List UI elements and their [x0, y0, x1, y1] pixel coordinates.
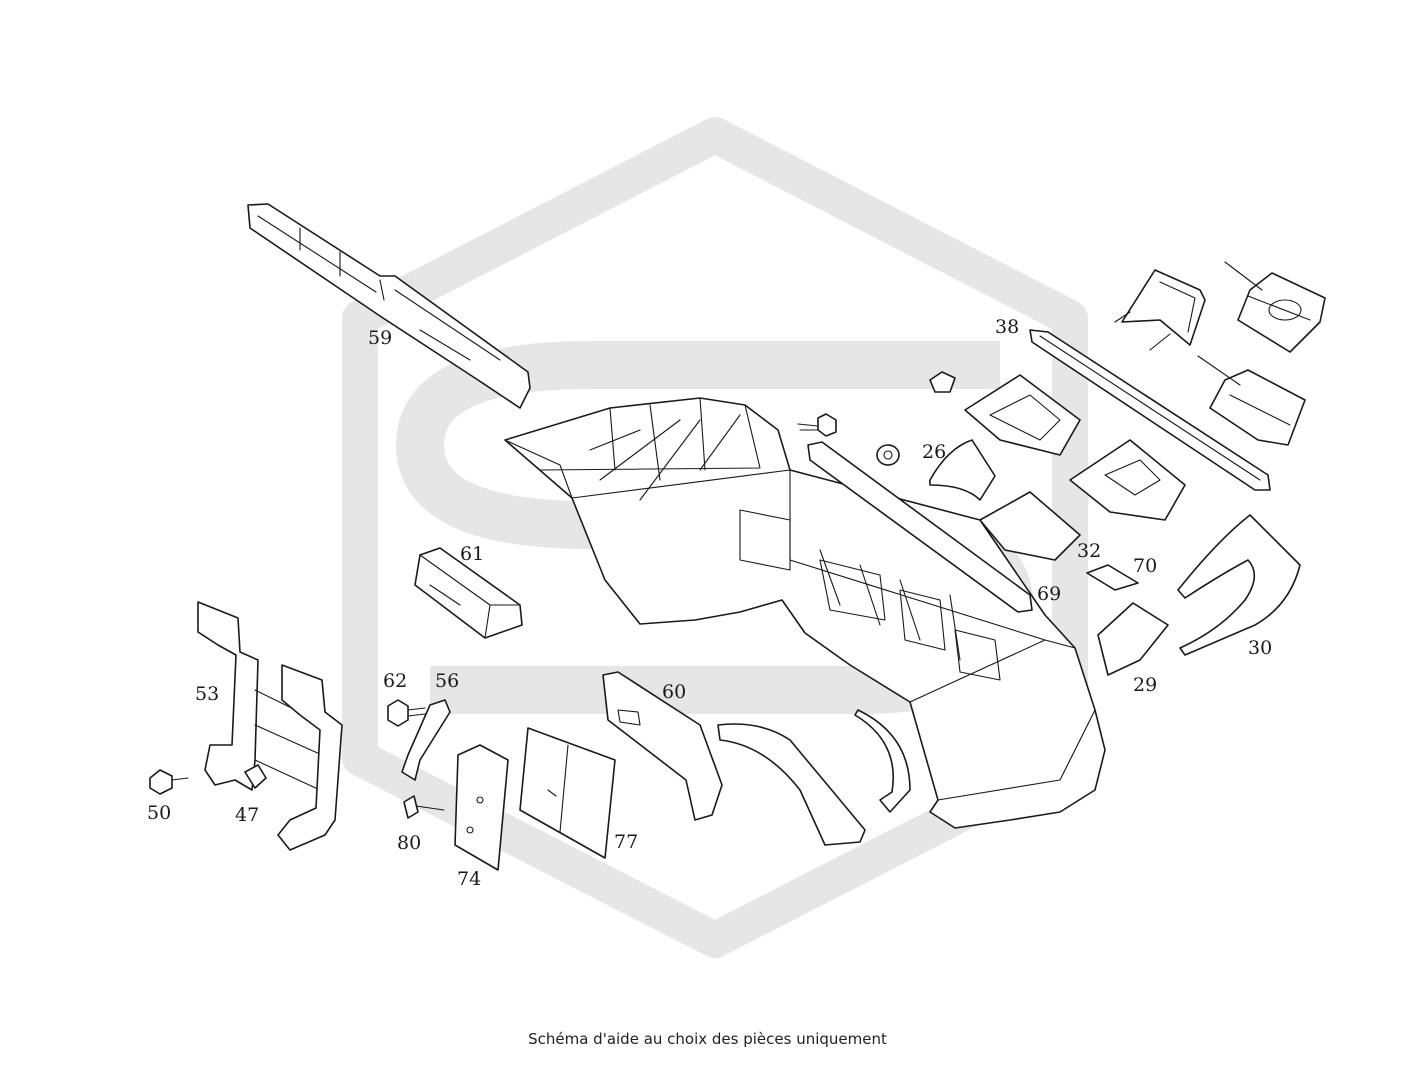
- part-grille-cover-upper[interactable]: [1224, 261, 1326, 353]
- part-80-screw[interactable]: [403, 795, 445, 819]
- callout-56[interactable]: 56: [435, 670, 459, 692]
- part-61-block[interactable]: [414, 547, 523, 639]
- bumper-cover[interactable]: [504, 397, 1106, 829]
- part-69-bracket-strip[interactable]: [807, 441, 1033, 613]
- bolt-icon[interactable]: [797, 413, 837, 437]
- callout-60[interactable]: 60: [662, 681, 686, 703]
- callout-26[interactable]: 26: [922, 441, 946, 463]
- part-grille-cover-lower[interactable]: [1197, 355, 1306, 446]
- part-50-bolt[interactable]: [149, 769, 189, 795]
- callout-80[interactable]: 80: [397, 832, 421, 854]
- part-32-cover[interactable]: [979, 491, 1081, 561]
- part-30-trim[interactable]: [1177, 514, 1301, 656]
- callout-50[interactable]: 50: [147, 802, 171, 824]
- part-38-strip[interactable]: [1029, 329, 1271, 491]
- callout-69[interactable]: 69: [1037, 583, 1061, 605]
- part-lower-trim[interactable]: [717, 723, 866, 846]
- part-47-clip[interactable]: [244, 764, 267, 789]
- callout-32[interactable]: 32: [1077, 540, 1101, 562]
- part-lamp-housing-mid[interactable]: [1069, 439, 1186, 521]
- callout-74[interactable]: 74: [457, 868, 481, 890]
- callout-62[interactable]: 62: [383, 670, 407, 692]
- callout-53[interactable]: 53: [195, 683, 219, 705]
- part-59-beam[interactable]: [247, 203, 531, 409]
- callout-29[interactable]: 29: [1133, 674, 1157, 696]
- callout-59[interactable]: 59: [368, 327, 392, 349]
- part-53-bracket[interactable]: [197, 601, 343, 851]
- part-26-trim[interactable]: [929, 439, 996, 501]
- nut-icon[interactable]: [876, 444, 900, 466]
- diagram-caption: Schéma d'aide au choix des pièces unique…: [528, 1030, 887, 1048]
- callout-70[interactable]: 70: [1133, 555, 1157, 577]
- callout-38[interactable]: 38: [995, 316, 1019, 338]
- callout-30[interactable]: 30: [1248, 637, 1272, 659]
- part-74-plate[interactable]: [454, 744, 509, 871]
- part-70-plate[interactable]: [1086, 564, 1139, 591]
- part-lamp-housing-upper[interactable]: [964, 374, 1081, 456]
- part-77-plate[interactable]: [519, 727, 616, 859]
- part-62-bolt[interactable]: [387, 699, 426, 727]
- part-29-trim[interactable]: [1097, 602, 1169, 676]
- part-26-cap[interactable]: [929, 371, 956, 393]
- part-grille-frame[interactable]: [1114, 269, 1206, 351]
- part-56-bracket[interactable]: [401, 699, 451, 781]
- callout-47[interactable]: 47: [235, 804, 259, 826]
- callout-77[interactable]: 77: [614, 831, 638, 853]
- part-callouts: 59 38 26 32 70 69 30 29 61 53 50 47 62 5…: [147, 316, 1272, 890]
- callout-61[interactable]: 61: [460, 543, 484, 565]
- part-60-panel[interactable]: [602, 671, 723, 821]
- part-wheel-arch-trim[interactable]: [854, 709, 911, 813]
